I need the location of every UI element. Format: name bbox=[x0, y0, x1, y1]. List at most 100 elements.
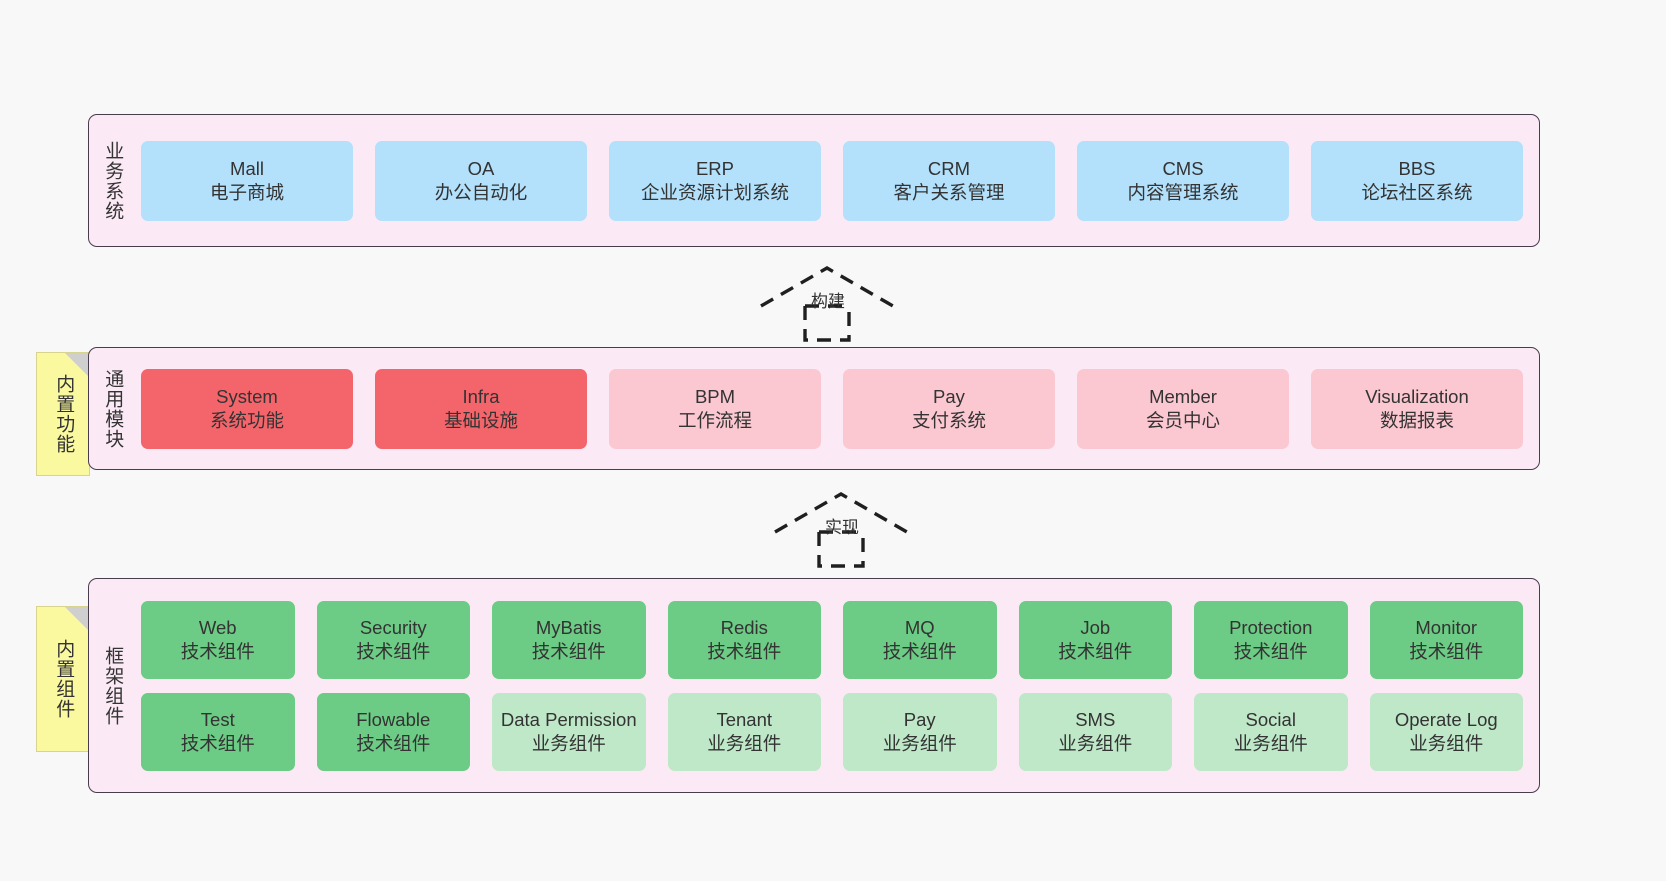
node-name: Job bbox=[1080, 617, 1111, 639]
node-infra[interactable]: Infra 基础设施 bbox=[375, 368, 587, 449]
layer-body-framework-component: Web 技术组件 Security 技术组件 MyBatis 技术组件 Redi… bbox=[135, 579, 1539, 792]
node-mq[interactable]: MQ 技术组件 bbox=[843, 600, 997, 679]
node-security[interactable]: Security 技术组件 bbox=[316, 600, 470, 679]
node-desc: 业务组件 bbox=[1058, 732, 1133, 754]
node-desc: 业务组件 bbox=[531, 732, 606, 754]
node-desc: 技术组件 bbox=[1233, 640, 1308, 662]
node-desc: 业务组件 bbox=[882, 732, 957, 754]
node-name: Mall bbox=[230, 158, 264, 180]
node-visualization[interactable]: Visualization 数据报表 bbox=[1311, 368, 1523, 449]
node-name: Pay bbox=[903, 709, 936, 731]
layer-framework-component: 框架组件 Web 技术组件 Security 技术组件 MyBatis 技术组件… bbox=[88, 578, 1540, 793]
node-desc: 技术组件 bbox=[531, 640, 606, 662]
node-name: MyBatis bbox=[535, 617, 602, 639]
node-bbs[interactable]: BBS 论坛社区系统 bbox=[1311, 140, 1523, 221]
note-label: 内置功能 bbox=[53, 374, 75, 454]
node-name: Redis bbox=[720, 617, 768, 639]
node-desc: 办公自动化 bbox=[434, 181, 528, 203]
node-desc: 企业资源计划系统 bbox=[640, 181, 789, 203]
node-desc: 支付系统 bbox=[911, 409, 986, 431]
node-protection[interactable]: Protection 技术组件 bbox=[1194, 600, 1348, 679]
node-desc: 技术组件 bbox=[1409, 640, 1484, 662]
node-member[interactable]: Member 会员中心 bbox=[1077, 368, 1289, 449]
node-desc: 技术组件 bbox=[180, 640, 255, 662]
node-name: Visualization bbox=[1365, 386, 1469, 408]
node-name: Data Permission bbox=[500, 709, 637, 731]
connector-build-label: 构建 bbox=[811, 292, 845, 311]
node-name: System bbox=[216, 386, 278, 408]
node-name: MQ bbox=[904, 617, 935, 639]
node-bpm[interactable]: BPM 工作流程 bbox=[609, 368, 821, 449]
node-desc: 论坛社区系统 bbox=[1361, 181, 1473, 203]
node-name: SMS bbox=[1075, 709, 1116, 731]
node-mybatis[interactable]: MyBatis 技术组件 bbox=[492, 600, 646, 679]
node-name: Test bbox=[200, 709, 235, 731]
node-cms[interactable]: CMS 内容管理系统 bbox=[1077, 140, 1289, 221]
node-desc: 业务组件 bbox=[1409, 732, 1484, 754]
node-name: Security bbox=[359, 617, 427, 639]
node-name: BPM bbox=[694, 386, 736, 408]
node-tenant[interactable]: Tenant 业务组件 bbox=[667, 692, 821, 771]
node-name: Flowable bbox=[356, 709, 431, 731]
folded-corner-icon bbox=[65, 607, 89, 631]
node-pay[interactable]: Pay 支付系统 bbox=[843, 368, 1055, 449]
layer-common-module: 通用模块 System 系统功能 Infra 基础设施 BPM 工作流程 Pay… bbox=[88, 347, 1540, 470]
node-desc: 技术组件 bbox=[707, 640, 782, 662]
node-erp[interactable]: ERP 企业资源计划系统 bbox=[609, 140, 821, 221]
layer-business-system: 业务系统 Mall 电子商城 OA 办公自动化 ERP 企业资源计划系统 CRM… bbox=[88, 114, 1540, 247]
node-name: OA bbox=[467, 158, 495, 180]
note-builtin-features: 内置功能 bbox=[36, 352, 90, 476]
node-name: CRM bbox=[927, 158, 971, 180]
node-redis[interactable]: Redis 技术组件 bbox=[667, 600, 821, 679]
layer-title-business-system: 业务系统 bbox=[102, 140, 124, 221]
node-desc: 业务组件 bbox=[707, 732, 782, 754]
node-desc: 数据报表 bbox=[1379, 409, 1454, 431]
node-name: Infra bbox=[462, 386, 500, 408]
layer-title-framework-component: 框架组件 bbox=[102, 645, 124, 726]
row-common-modules: System 系统功能 Infra 基础设施 BPM 工作流程 Pay 支付系统… bbox=[141, 368, 1523, 449]
note-label: 内置组件 bbox=[53, 639, 75, 719]
node-name: Protection bbox=[1229, 617, 1313, 639]
node-name: Tenant bbox=[716, 709, 773, 731]
node-oa[interactable]: OA 办公自动化 bbox=[375, 140, 587, 221]
node-desc: 客户关系管理 bbox=[893, 181, 1005, 203]
node-desc: 电子商城 bbox=[209, 181, 284, 203]
node-desc: 会员中心 bbox=[1145, 409, 1220, 431]
node-sms[interactable]: SMS 业务组件 bbox=[1018, 692, 1172, 771]
node-system[interactable]: System 系统功能 bbox=[141, 368, 353, 449]
node-mall[interactable]: Mall 电子商城 bbox=[141, 140, 353, 221]
node-test[interactable]: Test 技术组件 bbox=[141, 692, 295, 771]
folded-corner-icon bbox=[65, 353, 89, 377]
node-desc: 技术组件 bbox=[356, 640, 431, 662]
node-name: Operate Log bbox=[1394, 709, 1498, 731]
node-desc: 技术组件 bbox=[882, 640, 957, 662]
node-name: Monitor bbox=[1415, 617, 1478, 639]
node-data-permission[interactable]: Data Permission 业务组件 bbox=[492, 692, 646, 771]
node-flowable[interactable]: Flowable 技术组件 bbox=[316, 692, 470, 771]
node-name: Social bbox=[1245, 709, 1296, 731]
node-desc: 技术组件 bbox=[1058, 640, 1133, 662]
node-desc: 基础设施 bbox=[443, 409, 518, 431]
connector-build-arrow: 构建 bbox=[757, 262, 902, 342]
layer-body-business-system: Mall 电子商城 OA 办公自动化 ERP 企业资源计划系统 CRM 客户关系… bbox=[135, 115, 1539, 246]
node-desc: 技术组件 bbox=[356, 732, 431, 754]
node-desc: 技术组件 bbox=[180, 732, 255, 754]
row-business-components: Test 技术组件 Flowable 技术组件 Data Permission … bbox=[141, 692, 1523, 771]
node-crm[interactable]: CRM 客户关系管理 bbox=[843, 140, 1055, 221]
node-social[interactable]: Social 业务组件 bbox=[1194, 692, 1348, 771]
row-tech-components: Web 技术组件 Security 技术组件 MyBatis 技术组件 Redi… bbox=[141, 600, 1523, 679]
node-operate-log[interactable]: Operate Log 业务组件 bbox=[1369, 692, 1523, 771]
node-name: BBS bbox=[1398, 158, 1436, 180]
node-desc: 内容管理系统 bbox=[1127, 181, 1239, 203]
node-monitor[interactable]: Monitor 技术组件 bbox=[1369, 600, 1523, 679]
node-name: Member bbox=[1149, 386, 1217, 408]
node-desc: 工作流程 bbox=[677, 409, 752, 431]
node-pay-component[interactable]: Pay 业务组件 bbox=[843, 692, 997, 771]
node-name: ERP bbox=[695, 158, 735, 180]
node-name: Pay bbox=[933, 386, 965, 408]
layer-title-common-module: 通用模块 bbox=[102, 368, 124, 449]
connector-implement-label: 实现 bbox=[825, 518, 859, 537]
node-job[interactable]: Job 技术组件 bbox=[1018, 600, 1172, 679]
node-web[interactable]: Web 技术组件 bbox=[141, 600, 295, 679]
